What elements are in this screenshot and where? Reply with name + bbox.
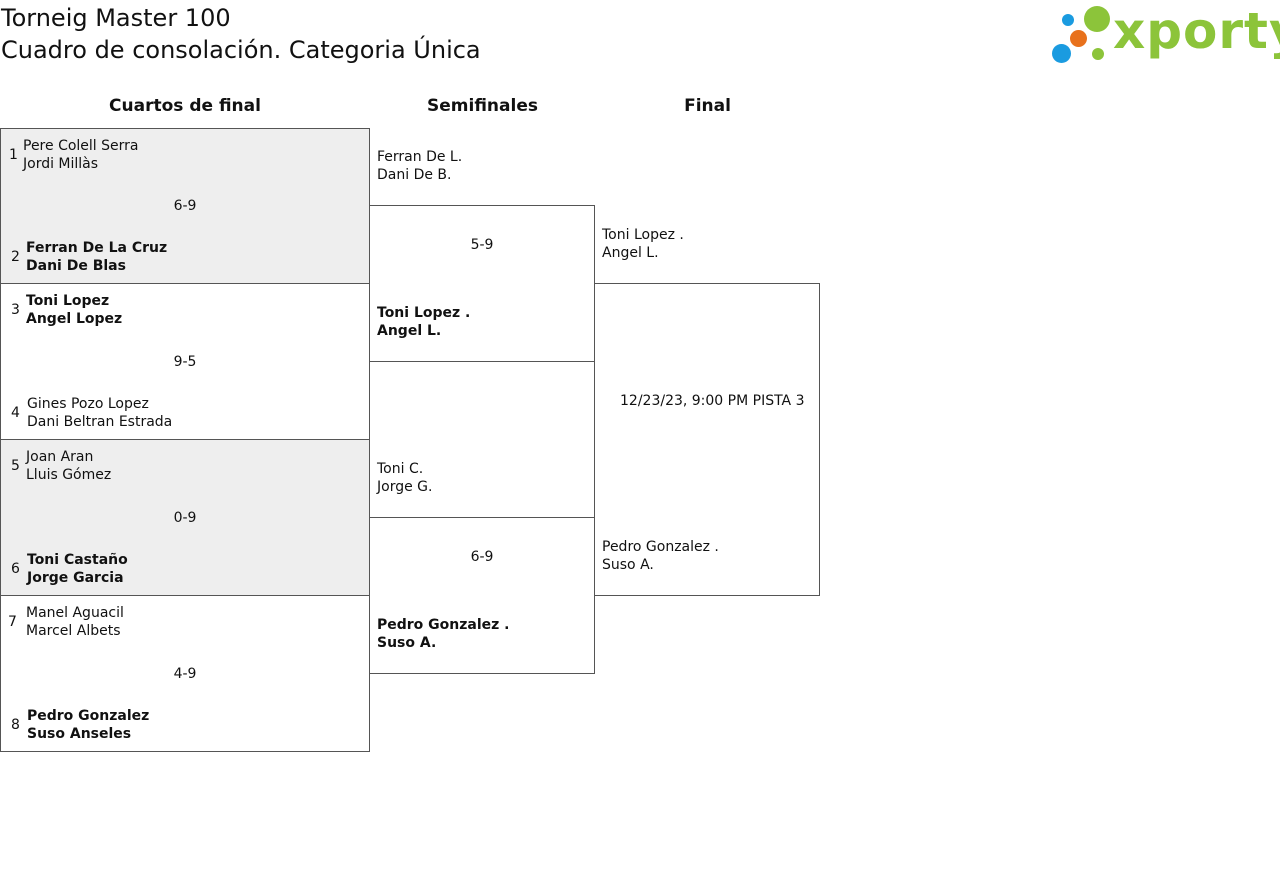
final-match: 12/23/23, 9:00 PM PISTA 3 Pedro Gonzalez… — [594, 283, 820, 596]
player-name: Pedro Gonzalez . — [602, 539, 719, 555]
pair-name: Pedro Gonzalez . Suso A. — [602, 538, 719, 574]
player-name: Jordi Millàs — [23, 156, 99, 172]
seed-number: 4 — [11, 405, 20, 421]
logo-dot-orange — [1070, 30, 1087, 47]
xporty-logo: xporty — [1050, 2, 1280, 66]
player-name: Gines Pozo Lopez — [27, 396, 149, 412]
round-header-quarters: Cuartos de final — [109, 96, 261, 116]
player-name: Toni Castaño — [27, 552, 128, 568]
pair-name-winner: Toni Lopez Angel Lopez — [26, 292, 122, 328]
player-name: Angel Lopez — [26, 311, 123, 327]
player-name: Angel L. — [377, 323, 442, 339]
match-score: 6-9 — [173, 198, 197, 214]
player-name: Suso A. — [602, 557, 654, 573]
pair-name-winner: Ferran De La Cruz Dani De Blas — [26, 239, 167, 275]
match-score: 9-5 — [173, 354, 197, 370]
final-pair-top: Toni Lopez . Angel L. — [602, 226, 684, 262]
player-name: Dani De B. — [377, 167, 452, 183]
semi-match-1: 5-9 Toni Lopez . Angel L. — [369, 205, 595, 362]
pair-name: Pere Colell Serra Jordi Millàs — [23, 137, 139, 173]
seed-number: 6 — [11, 561, 20, 577]
pair-name: Manel Aguacil Marcel Albets — [26, 604, 124, 640]
quarter-match-2: 3 Toni Lopez Angel Lopez 9-5 4 Gines Poz… — [0, 283, 370, 440]
match-score: 5-9 — [470, 237, 494, 253]
match-score: 0-9 — [173, 510, 197, 526]
player-name: Jorge Garcia — [27, 570, 124, 586]
seed-number: 7 — [8, 614, 17, 630]
pair-name: Joan Aran Lluis Gómez — [26, 448, 111, 484]
player-name: Pedro Gonzalez — [27, 708, 150, 724]
player-name: Joan Aran — [26, 449, 94, 465]
logo-dot-green-small — [1092, 48, 1104, 60]
logo-dot-blue-small — [1062, 14, 1074, 26]
quarter-match-4: 7 Manel Aguacil Marcel Albets 4-9 8 Pedr… — [0, 595, 370, 752]
player-name: Toni Lopez — [26, 293, 110, 309]
pair-name-winner: Toni Lopez . Angel L. — [377, 304, 470, 340]
player-name: Suso Anseles — [27, 726, 132, 742]
player-name: Toni C. — [377, 461, 424, 477]
player-name: Suso A. — [377, 635, 437, 651]
tournament-title: Torneig Master 100 — [1, 4, 231, 32]
quarter-match-1: 1 Pere Colell Serra Jordi Millàs 6-9 2 F… — [0, 128, 370, 284]
logo-dot-blue — [1052, 44, 1071, 63]
match-schedule: 12/23/23, 9:00 PM PISTA 3 — [620, 393, 805, 409]
draw-subtitle: Cuadro de consolación. Categoria Única — [1, 36, 481, 64]
logo-wordmark: xporty — [1113, 2, 1280, 60]
seed-number: 8 — [11, 717, 20, 733]
player-name: Dani De Blas — [26, 258, 126, 274]
player-name: Lluis Gómez — [26, 467, 112, 483]
pair-name: Gines Pozo Lopez Dani Beltran Estrada — [27, 395, 172, 431]
pair-name-winner: Toni Castaño Jorge Garcia — [27, 551, 128, 587]
player-name: Ferran De La Cruz — [26, 240, 168, 256]
player-name: Toni Lopez . — [377, 305, 471, 321]
semi-match-2: 6-9 Pedro Gonzalez . Suso A. — [369, 517, 595, 674]
semi-2-pair-top: Toni C. Jorge G. — [377, 460, 432, 496]
player-name: Ferran De L. — [377, 149, 463, 165]
player-name: Toni Lopez . — [602, 227, 684, 243]
pair-name-winner: Pedro Gonzalez . Suso A. — [377, 616, 509, 652]
player-name: Pere Colell Serra — [23, 138, 139, 154]
quarter-match-3: 5 Joan Aran Lluis Gómez 0-9 6 Toni Casta… — [0, 439, 370, 596]
player-name: Angel L. — [602, 245, 659, 261]
match-score: 4-9 — [173, 666, 197, 682]
pair-name-winner: Pedro Gonzalez Suso Anseles — [27, 707, 149, 743]
seed-number: 2 — [11, 249, 20, 265]
round-header-final: Final — [684, 96, 731, 116]
round-header-semis: Semifinales — [427, 96, 538, 116]
seed-number: 1 — [9, 147, 18, 163]
semi-1-pair-top: Ferran De L. Dani De B. — [377, 148, 462, 184]
logo-dot-green — [1084, 6, 1110, 32]
player-name: Jorge G. — [377, 479, 433, 495]
match-score: 6-9 — [470, 549, 494, 565]
player-name: Pedro Gonzalez . — [377, 617, 510, 633]
player-name: Marcel Albets — [26, 623, 121, 639]
seed-number: 5 — [11, 458, 20, 474]
seed-number: 3 — [11, 302, 20, 318]
player-name: Dani Beltran Estrada — [27, 414, 173, 430]
player-name: Manel Aguacil — [26, 605, 124, 621]
